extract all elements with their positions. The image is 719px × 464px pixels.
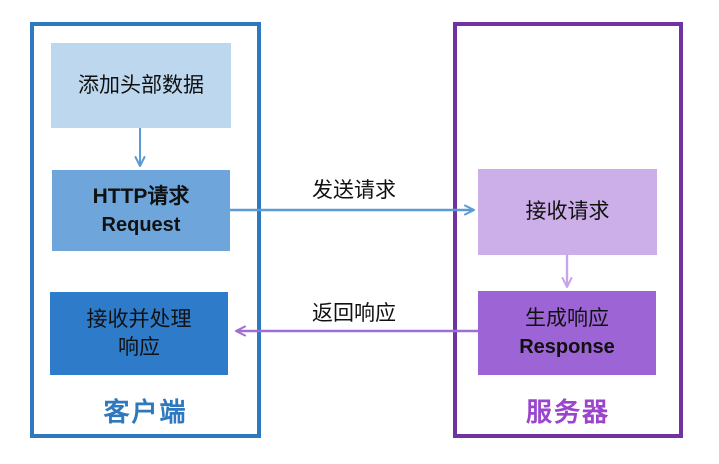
flow-box-generate-response-subtext: Response <box>519 336 615 358</box>
flow-box-receive-and-process-text-line2: 响应 <box>118 335 160 359</box>
flow-box-receive-request-text: 接收请求 <box>525 200 610 223</box>
flow-box-receive-request: 接收请求 <box>478 169 657 255</box>
flow-box-add-header-text: 添加头部数据 <box>78 73 204 97</box>
flow-box-http-request: HTTP请求 Request <box>52 170 230 251</box>
client-zone-label: 客户端 <box>103 397 188 427</box>
flow-box-generate-response-text: 生成响应 <box>525 307 609 330</box>
flow-box-receive-and-process-text-line1: 接收并处理 <box>86 307 192 331</box>
flow-box-http-request-subtext: Request <box>101 213 181 236</box>
flow-box-add-header: 添加头部数据 <box>51 43 231 128</box>
send-request-label: 发送请求 <box>312 179 396 202</box>
flow-box-receive-and-process-response: 接收并处理 响应 <box>50 292 228 375</box>
flow-box-http-request-text: HTTP请求 <box>92 184 190 208</box>
return-response-label: 返回响应 <box>312 302 396 325</box>
flow-box-generate-response: 生成响应 Response <box>478 291 656 375</box>
server-zone-label: 服务器 <box>525 397 610 427</box>
